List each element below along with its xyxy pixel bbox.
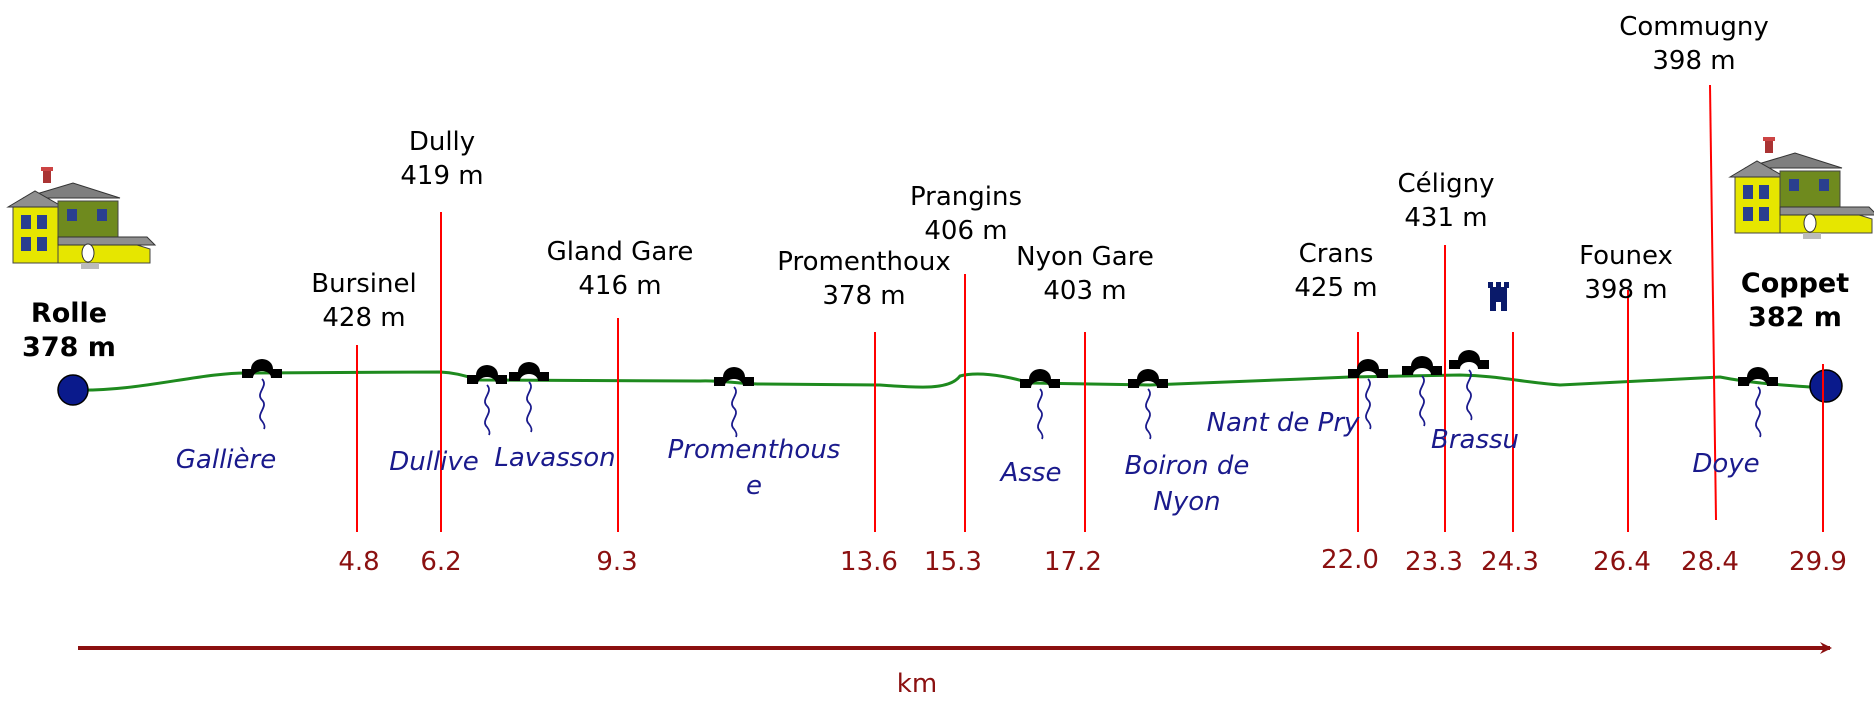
station-line-commugny bbox=[1709, 84, 1717, 521]
track-line bbox=[72, 370, 1827, 392]
station-name: Dully bbox=[409, 127, 475, 157]
km-label: 26.4 bbox=[1593, 547, 1651, 577]
river-label: Nyon bbox=[1153, 487, 1220, 517]
km-label: 9.3 bbox=[596, 547, 637, 577]
bridge-river-icon bbox=[1128, 369, 1168, 440]
km-label: 13.6 bbox=[840, 547, 898, 577]
bridge-river-icon bbox=[1738, 367, 1778, 438]
station-name: Founex bbox=[1579, 241, 1673, 271]
km-label: 17.2 bbox=[1044, 547, 1102, 577]
station-alt: 419 m bbox=[400, 161, 483, 191]
river-label: Boiron de bbox=[1125, 451, 1250, 481]
river-label: Lavasson bbox=[494, 443, 615, 473]
station-lines bbox=[356, 84, 1824, 532]
station-alt: 425 m bbox=[1294, 273, 1377, 303]
station-alt: 431 m bbox=[1404, 203, 1487, 233]
bridge-river-icon bbox=[1449, 350, 1489, 421]
river-label: Dullive bbox=[389, 447, 479, 477]
terminal-name-rolle: Rolle bbox=[31, 298, 107, 329]
km-label: 28.4 bbox=[1681, 547, 1739, 577]
bridge-river-icon bbox=[1348, 359, 1388, 430]
river-label: Nant de Pry bbox=[1207, 408, 1360, 438]
river-label: e bbox=[746, 471, 762, 501]
house-icon bbox=[6, 167, 157, 269]
bridge-river-icon bbox=[242, 359, 282, 430]
bridges bbox=[242, 350, 1778, 440]
km-label: 6.2 bbox=[420, 547, 461, 577]
km-axis-label: km bbox=[897, 669, 937, 699]
station-name: Promenthoux bbox=[777, 247, 951, 277]
station-name: Commugny bbox=[1619, 12, 1769, 42]
station-name: Crans bbox=[1299, 239, 1374, 269]
station-alt: 398 m bbox=[1584, 275, 1667, 305]
km-label: 29.9 bbox=[1789, 547, 1847, 577]
station-alt: 398 m bbox=[1652, 46, 1735, 76]
terminal-alt-coppet: 382 m bbox=[1748, 302, 1842, 333]
bridge-river-icon bbox=[1020, 369, 1060, 440]
km-label: 24.3 bbox=[1481, 547, 1539, 577]
river-label: Promenthous bbox=[668, 435, 841, 465]
km-label: 23.3 bbox=[1405, 547, 1463, 577]
river-label: Doye bbox=[1692, 449, 1759, 479]
house-icon bbox=[1728, 137, 1874, 239]
bridge-river-icon bbox=[467, 365, 507, 436]
station-alt: 403 m bbox=[1043, 276, 1126, 306]
terminal-dot-coppet bbox=[1809, 369, 1843, 403]
bridge-river-icon bbox=[509, 362, 549, 433]
river-label: Brassu bbox=[1431, 425, 1519, 455]
km-label: 15.3 bbox=[924, 547, 982, 577]
castle-icon bbox=[1488, 282, 1509, 311]
station-alt: 428 m bbox=[322, 303, 405, 333]
station-name: Nyon Gare bbox=[1016, 242, 1154, 272]
station-alt: 416 m bbox=[578, 271, 661, 301]
km-label: 4.8 bbox=[338, 547, 379, 577]
terminal-dot-rolle bbox=[57, 374, 89, 406]
station-name: Céligny bbox=[1398, 169, 1495, 199]
station-alt: 406 m bbox=[924, 216, 1007, 246]
km-label: 22.0 bbox=[1321, 545, 1379, 575]
terminal-name-coppet: Coppet bbox=[1741, 268, 1849, 299]
river-label: Asse bbox=[999, 458, 1062, 488]
station-name: Gland Gare bbox=[547, 237, 694, 267]
bridge-river-icon bbox=[1402, 356, 1442, 427]
river-label: Gallière bbox=[176, 445, 276, 475]
station-alt: 378 m bbox=[822, 281, 905, 311]
station-name: Prangins bbox=[910, 182, 1022, 212]
station-name: Bursinel bbox=[311, 269, 416, 299]
terminal-alt-rolle: 378 m bbox=[22, 332, 116, 363]
bridge-river-icon bbox=[714, 367, 754, 438]
